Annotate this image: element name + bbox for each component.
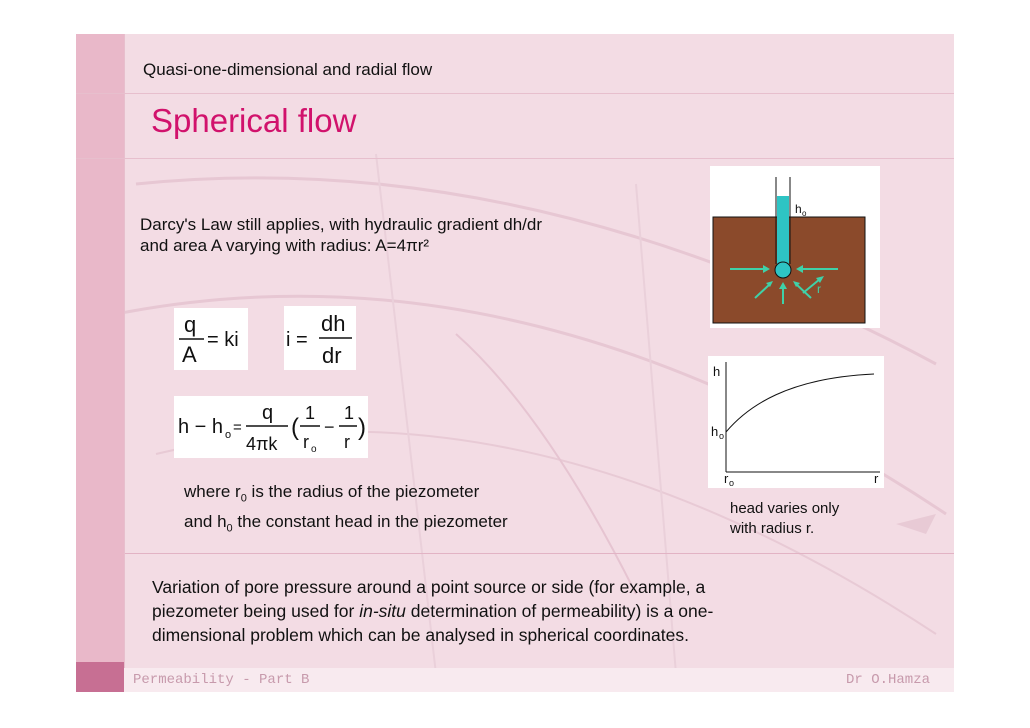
left-rule (124, 34, 125, 692)
fig-h0-sub: o (802, 209, 807, 218)
eq-q: q (184, 312, 196, 337)
left-accent-bar (76, 34, 124, 692)
eq-r0-sub: o (311, 444, 317, 455)
graph-h-label: h (713, 364, 720, 379)
eq-close-paren: ) (358, 414, 366, 441)
eq-dh: dh (321, 311, 345, 336)
graph-head-curve (725, 373, 875, 433)
intro-text: Darcy's Law still applies, with hydrauli… (140, 214, 542, 256)
piezometer-tip (774, 261, 792, 279)
where-line-2-a: and h (184, 512, 227, 532)
graph-h0-sub: o (719, 431, 724, 441)
head-note-line-2: with radius r. (730, 520, 815, 537)
slide-title: Spherical flow (151, 102, 357, 139)
head-note-line-1: head varies only (730, 500, 840, 517)
where-line-2: and h0 the constant head in the piezomet… (184, 510, 508, 540)
eq-dr: dr (322, 343, 342, 368)
intro-line-2: and area A varying with radius: A=4πr² (140, 236, 430, 255)
eq-r: r (344, 432, 350, 452)
graph-r0-sub: o (729, 478, 734, 488)
head-note: head varies only with radius r. (730, 499, 839, 539)
section-subtitle: Quasi-one-dimensional and radial flow (143, 60, 433, 79)
eq-one-b: 1 (344, 403, 354, 423)
where-line-1-sub: 0 (240, 492, 247, 505)
piezometer-water (777, 196, 789, 264)
eq-ki: = ki (207, 329, 239, 351)
header-rule-top (76, 93, 954, 94)
footer-right: Dr O.Hamza (846, 672, 931, 688)
left-accent-footer-block (76, 662, 124, 692)
eq-i: i = (286, 329, 308, 351)
bottom-line-3: dimensional problem which can be analyse… (152, 625, 689, 645)
eq-h0-sub: o (225, 429, 231, 441)
where-line-1-a: where r (184, 482, 241, 501)
graph-r0-label: r (724, 471, 729, 486)
content-rule (124, 553, 954, 554)
graph-h0-label: h (711, 424, 718, 439)
eq-one-a: 1 (305, 403, 315, 423)
eq-equals: = (233, 419, 242, 436)
where-line-2-sub: 0 (226, 522, 233, 535)
where-line-1: where r0 is the radius of the piezometer (184, 480, 508, 510)
where-line-2-b: the constant head in the piezometer (232, 512, 508, 532)
piezometer-figure: h o r (710, 166, 880, 328)
bottom-paragraph: Variation of pore pressure around a poin… (152, 575, 713, 647)
eq-h-minus-h: h − h (178, 416, 223, 438)
fig-h0-label: h (795, 202, 802, 216)
bottom-line-2-b: determination of permeability) is a one- (405, 601, 714, 621)
where-text: where r0 is the radius of the piezometer… (184, 480, 508, 541)
bottom-line-2: piezometer being used for in-situ determ… (152, 599, 713, 623)
eq-four-pi-k: 4πk (246, 434, 278, 454)
eq-r0: r (303, 432, 309, 452)
eq-minus: − (324, 417, 335, 437)
eq-open-paren: ( (291, 414, 299, 441)
equation-darcy: q A = ki (174, 308, 248, 370)
bottom-line-1: Variation of pore pressure around a poin… (152, 577, 706, 597)
intro-line-1: Darcy's Law still applies, with hydrauli… (140, 215, 542, 234)
fig-r-label: r (817, 282, 821, 296)
footer-bar (124, 668, 954, 692)
eq-A: A (182, 342, 197, 367)
bottom-line-2-a: piezometer being used for (152, 601, 360, 621)
in-situ-italic: in-situ (359, 601, 406, 621)
header-rule-bottom (76, 158, 954, 159)
where-line-1-b: is the radius of the piezometer (246, 482, 480, 501)
equation-spherical: h − h o = q 4πk ( 1 r o − 1 r ) (174, 396, 368, 458)
head-radius-graph: h h o r o r (708, 356, 884, 488)
eq-q2: q (262, 402, 273, 424)
footer-left: Permeability - Part B (133, 672, 310, 688)
equation-gradient: i = dh dr (284, 306, 356, 370)
graph-r-label: r (874, 471, 879, 486)
